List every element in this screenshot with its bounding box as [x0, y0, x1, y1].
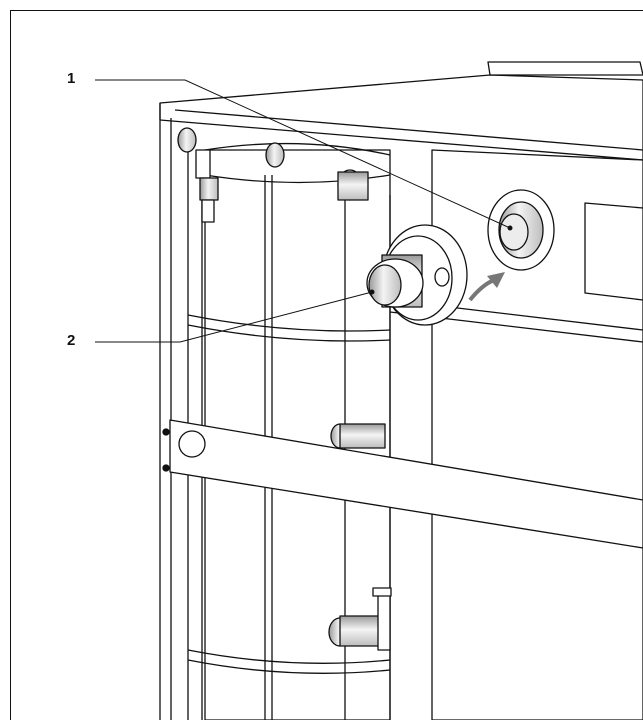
callout-label-1: 1 [67, 70, 76, 87]
safety-valve [195, 149, 211, 179]
leader-line-2 [95, 291, 373, 343]
crossbar [169, 419, 643, 549]
figure-border [10, 10, 643, 720]
top-pipe-left [177, 127, 197, 153]
callout-label-2: 2 [67, 332, 76, 349]
flange-1 [487, 189, 555, 271]
cabinet-top-box [487, 61, 643, 76]
strap-lower [187, 649, 391, 664]
cabinet-top [159, 74, 643, 161]
flange-2 [366, 224, 468, 326]
crossbar-hole [178, 430, 206, 458]
strap-upper [187, 314, 391, 332]
cover-plate [584, 202, 643, 301]
top-pipe-middle [265, 142, 285, 168]
leader-line-1 [95, 79, 511, 229]
